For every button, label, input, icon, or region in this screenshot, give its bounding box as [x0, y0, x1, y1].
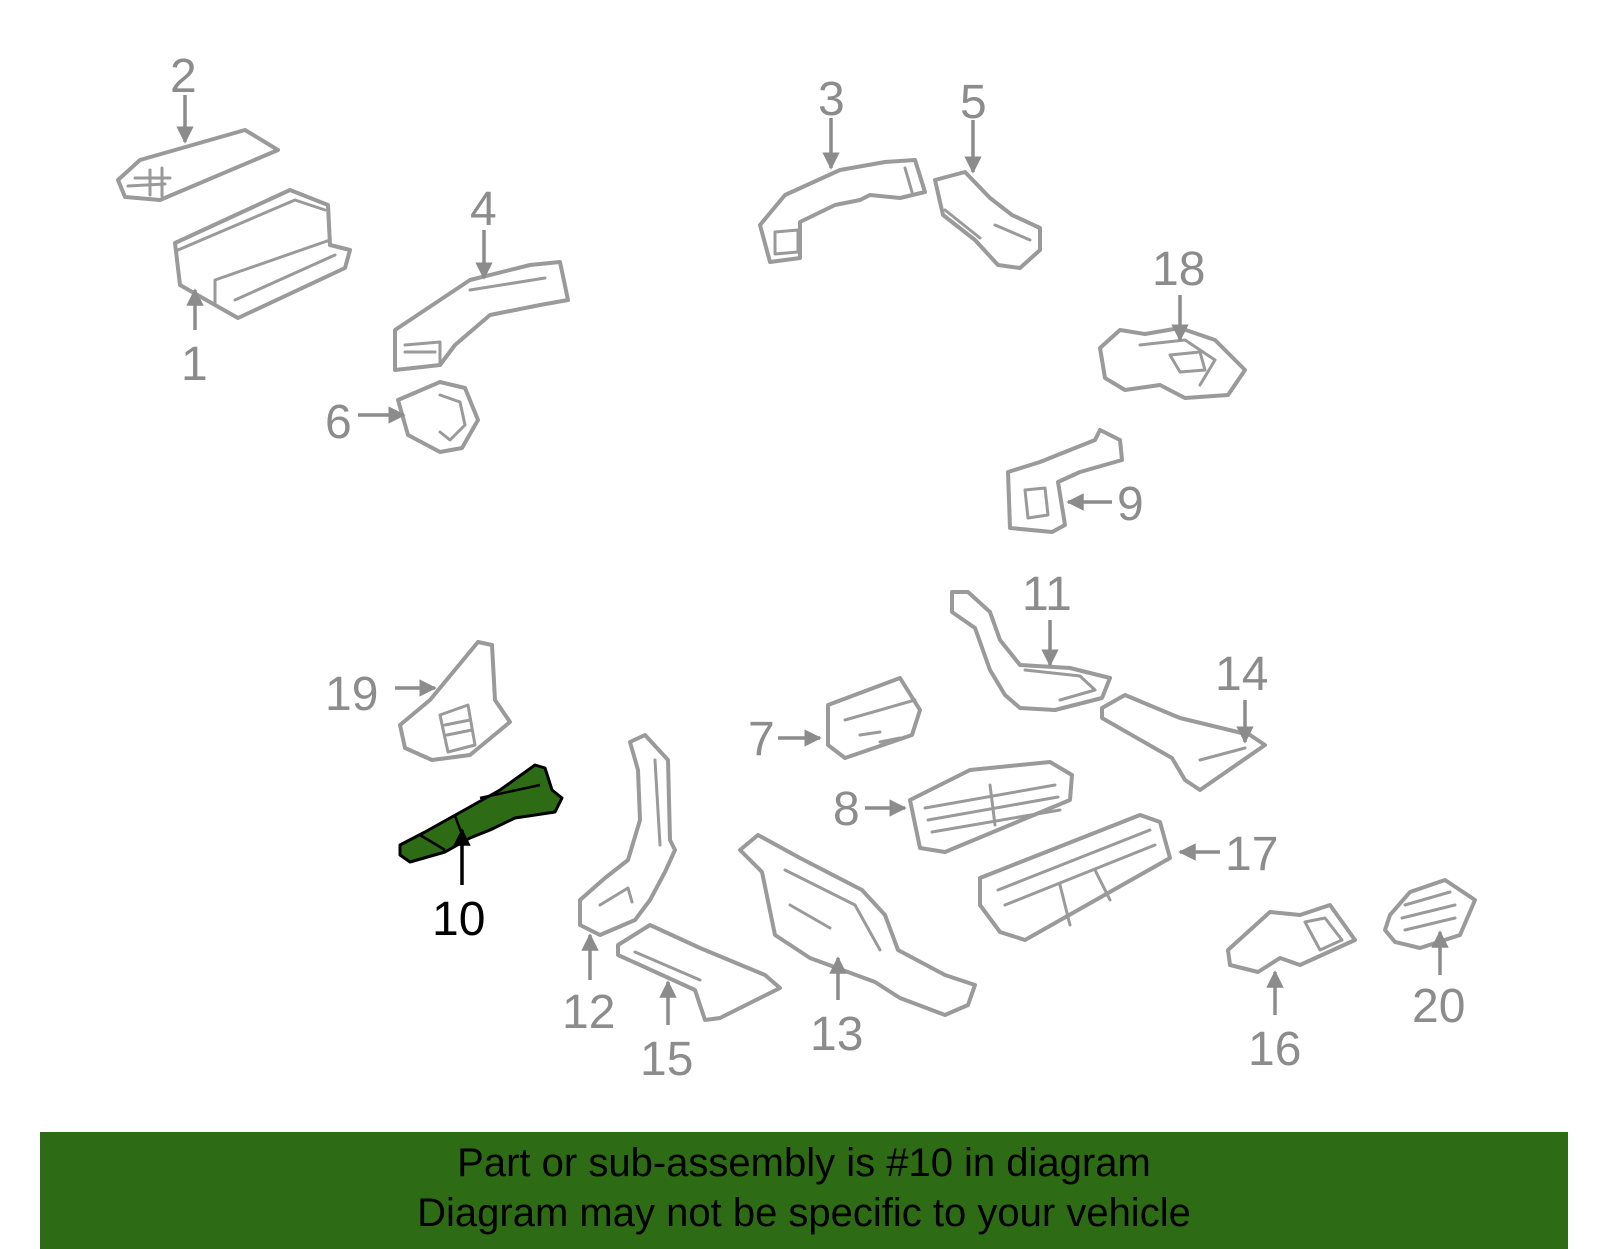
callout-11[interactable]: 11 — [1022, 568, 1072, 621]
part-17[interactable] — [978, 813, 1172, 942]
callout-18[interactable]: 18 — [1152, 243, 1205, 296]
callout-labels: 2 1 3 5 4 6 18 9 11 19 14 7 8 10 17 12 1… — [170, 50, 1465, 1086]
callout-10[interactable]: 10 — [432, 893, 485, 946]
part-4[interactable] — [393, 260, 570, 372]
part-12[interactable] — [578, 733, 677, 937]
callout-14[interactable]: 14 — [1215, 648, 1268, 701]
part-15[interactable] — [616, 923, 782, 1022]
part-2[interactable] — [116, 128, 280, 202]
part-13[interactable] — [738, 833, 977, 1017]
part-14[interactable] — [1100, 693, 1267, 792]
callout-17[interactable]: 17 — [1225, 828, 1278, 881]
banner-part-note: Part or sub-assembly is #10 in diagram — [457, 1141, 1151, 1185]
callout-4[interactable]: 4 — [470, 183, 497, 236]
part-8[interactable] — [908, 760, 1074, 854]
callout-arrows — [176, 95, 1449, 1025]
parts-diagram: 2 1 3 5 4 6 18 9 11 19 14 7 8 10 17 12 1… — [116, 50, 1477, 1086]
callout-9[interactable]: 9 — [1117, 478, 1144, 531]
callout-15[interactable]: 15 — [640, 1033, 693, 1086]
part-11[interactable] — [950, 590, 1112, 712]
callout-6[interactable]: 6 — [325, 396, 352, 449]
callout-7[interactable]: 7 — [748, 713, 775, 766]
callout-12[interactable]: 12 — [562, 986, 615, 1039]
callout-3[interactable]: 3 — [818, 73, 845, 126]
callout-13[interactable]: 13 — [810, 1008, 863, 1061]
part-19[interactable] — [398, 640, 512, 762]
part-7[interactable] — [826, 676, 922, 760]
info-banner: Part or sub-assembly is #10 in diagram D… — [40, 1132, 1568, 1249]
banner-disclaimer: Diagram may not be specific to your vehi… — [417, 1191, 1191, 1235]
part-9[interactable] — [1006, 428, 1124, 534]
part-5[interactable] — [933, 170, 1042, 270]
part-1[interactable] — [173, 188, 352, 320]
part-6[interactable] — [396, 380, 480, 454]
callout-2[interactable]: 2 — [170, 50, 197, 103]
part-3[interactable] — [758, 158, 927, 264]
callout-5[interactable]: 5 — [960, 76, 987, 129]
callout-16[interactable]: 16 — [1248, 1023, 1301, 1076]
part-18[interactable] — [1098, 326, 1247, 400]
part-16[interactable] — [1226, 903, 1357, 974]
part-10[interactable] — [398, 763, 564, 864]
callout-19[interactable]: 19 — [325, 668, 378, 721]
callout-8[interactable]: 8 — [833, 783, 860, 836]
callout-20[interactable]: 20 — [1412, 980, 1465, 1033]
callout-1[interactable]: 1 — [181, 338, 208, 391]
part-20[interactable] — [1383, 878, 1477, 950]
